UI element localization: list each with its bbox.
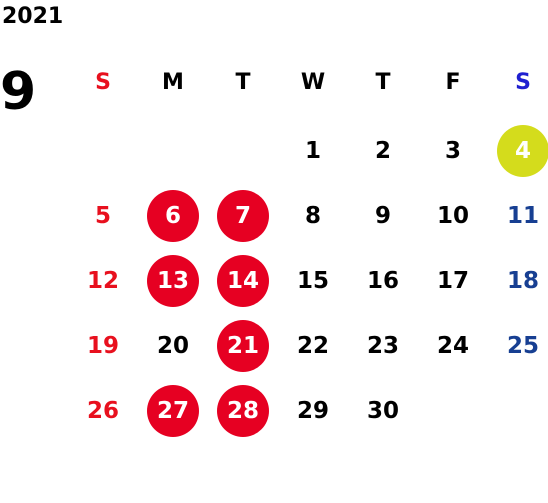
weekday-header: T [375,69,391,95]
weekday-header: S [95,69,111,95]
day-number: 21 [226,333,259,359]
holiday-marker [217,190,269,242]
day-number: 2 [374,138,391,164]
holiday-marker [147,190,199,242]
day-number: 17 [436,268,469,294]
day-number: 15 [296,268,329,294]
day-number: 20 [156,333,189,359]
day-number: 9 [374,203,391,229]
holiday-marker [217,255,269,307]
day-number: 23 [366,333,399,359]
day-number: 18 [506,268,539,294]
day-number: 28 [226,398,259,424]
day-number: 12 [86,268,119,294]
day-number: 5 [94,203,111,229]
day-number: 13 [156,268,189,294]
weekday-header: T [235,69,251,95]
day-number: 6 [164,203,181,229]
month-number: 9 [0,62,37,122]
day-number: 24 [436,333,469,359]
holiday-marker [217,385,269,437]
day-number: 4 [514,138,531,164]
day-number: 30 [366,398,399,424]
day-number: 3 [444,138,461,164]
year-label: 2021 [2,4,64,29]
day-number: 19 [86,333,119,359]
weekday-header: M [162,69,184,95]
day-number: 1 [304,138,321,164]
holiday-marker [147,385,199,437]
day-number: 25 [506,333,539,359]
day-number: 10 [436,203,469,229]
holiday-marker [147,255,199,307]
day-number: 11 [506,203,539,229]
weekday-header: S [515,69,531,95]
weekday-header: W [300,69,326,95]
holiday-marker [217,320,269,372]
special-day-marker [497,125,548,177]
day-number: 16 [366,268,399,294]
day-number: 7 [234,203,251,229]
day-number: 14 [226,268,259,294]
day-number: 26 [86,398,119,424]
day-number: 22 [296,333,329,359]
day-number: 29 [296,398,329,424]
day-number: 27 [156,398,189,424]
weekday-header: F [445,69,461,95]
day-number: 8 [304,203,321,229]
